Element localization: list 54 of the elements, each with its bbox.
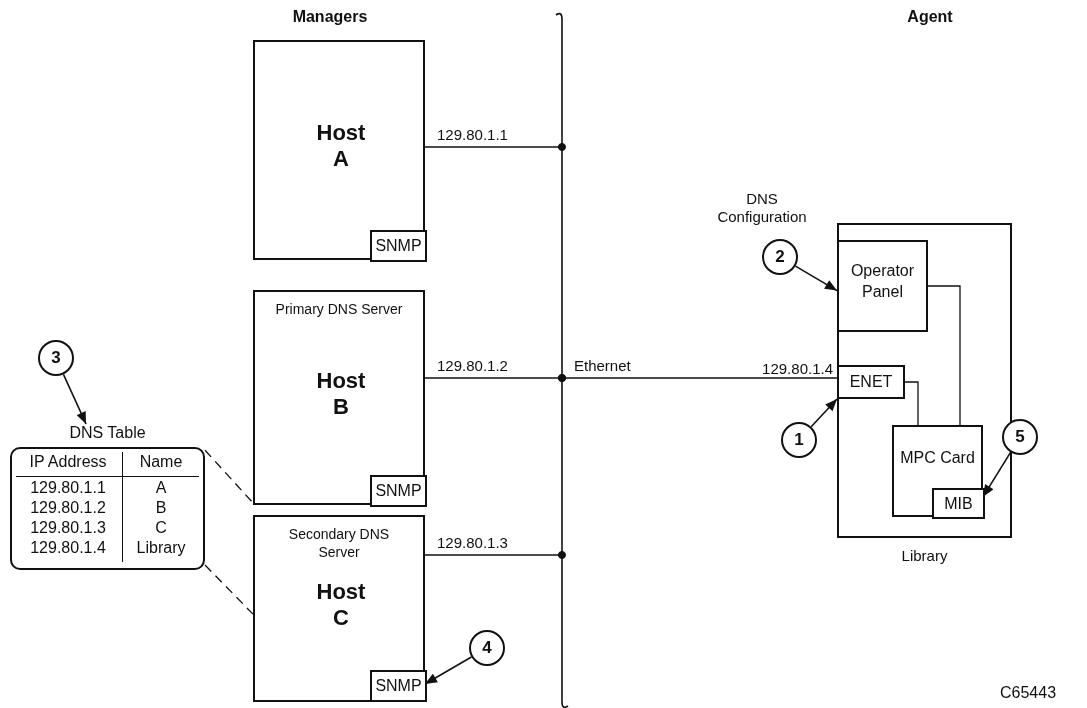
- leader-arrow: [62, 373, 87, 425]
- callout-number: 3: [38, 340, 74, 376]
- software-module: SNMP: [370, 670, 427, 702]
- software-module: SNMP: [370, 475, 427, 507]
- software-module: SNMP: [370, 230, 427, 262]
- table-entry: B: [154, 499, 168, 517]
- callout-number: 1: [781, 422, 817, 458]
- connector-line: [424, 551, 566, 559]
- column-heading: Managers: [291, 8, 369, 26]
- host-box: [253, 290, 425, 505]
- column-header: Name: [138, 453, 184, 471]
- connector-line: [558, 374, 838, 382]
- card-name: MPC Card: [899, 448, 976, 468]
- host-box: [253, 515, 425, 702]
- column-header: IP Address: [28, 453, 108, 471]
- table-entry: Library: [135, 539, 187, 557]
- table-entry: 129.80.1.2: [29, 499, 107, 517]
- callout-number: 4: [469, 630, 505, 666]
- figure-number: C65443: [1000, 684, 1058, 702]
- callout-number: 2: [762, 239, 798, 275]
- server-role-text: Secondary DNS Server: [287, 525, 391, 561]
- bus-line: [555, 12, 569, 708]
- host-name: Host C: [315, 578, 367, 631]
- callout-number: 5: [1002, 419, 1038, 455]
- edge-label: Ethernet: [574, 357, 631, 375]
- table-entry: 129.80.1.1: [29, 479, 107, 497]
- table-entry: 129.80.1.3: [29, 519, 107, 537]
- table-entry: C: [154, 519, 168, 537]
- table-title: DNS Table: [68, 424, 147, 442]
- annotation-text: 129.80.1.4: [761, 360, 833, 378]
- device-name: Library: [900, 547, 949, 565]
- network-port: ENET: [837, 365, 905, 399]
- connector-line: [927, 285, 961, 426]
- annotation-text: DNS Configuration: [716, 190, 808, 226]
- table-entry: A: [154, 479, 168, 497]
- leader-arrow: [810, 398, 838, 428]
- connector-line: [904, 381, 919, 426]
- host-box: [253, 40, 425, 260]
- panel-box: [837, 240, 928, 332]
- connector-line: [424, 143, 566, 151]
- leader-arrow: [794, 265, 838, 292]
- software-module: MIB: [932, 488, 985, 519]
- dashed-line: [204, 564, 254, 615]
- edge-label: 129.80.1.1: [437, 126, 508, 144]
- host-name: Host B: [315, 367, 367, 420]
- edge-label: 129.80.1.2: [437, 357, 508, 375]
- server-role-text: Primary DNS Server: [274, 300, 404, 318]
- edge-label: 129.80.1.3: [437, 534, 508, 552]
- panel-name: Operator Panel: [849, 261, 916, 302]
- column-heading: Agent: [906, 8, 954, 26]
- card-box: [892, 425, 983, 517]
- dashed-line: [204, 449, 254, 504]
- table-entry: 129.80.1.4: [29, 539, 107, 557]
- host-name: Host A: [315, 120, 367, 172]
